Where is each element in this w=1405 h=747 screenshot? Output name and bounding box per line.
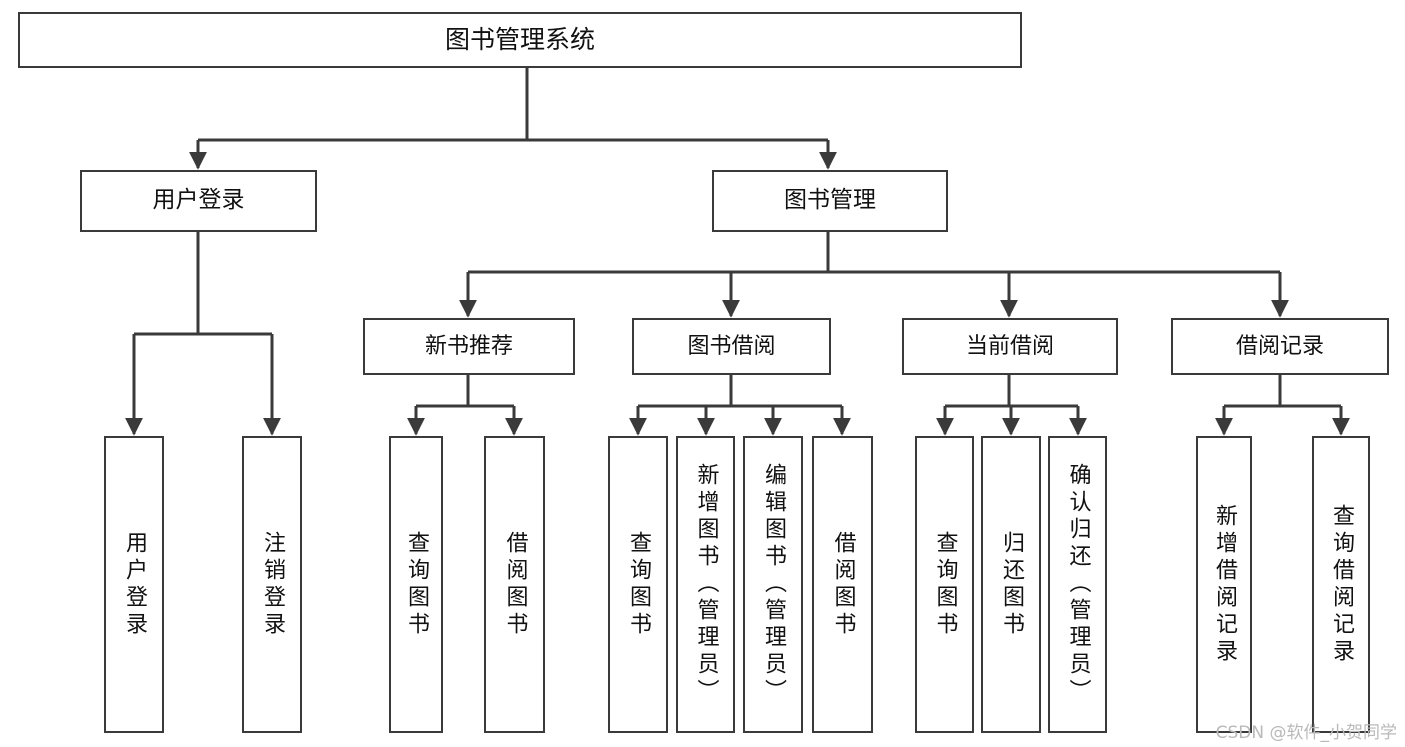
node-user-login-label: 用户登录 [152, 187, 245, 214]
leaf-query-book-borrow[interactable]: 查询图书 [608, 436, 668, 733]
node-user-login[interactable]: 用户登录 [80, 170, 317, 232]
leaf-user-login[interactable]: 用户登录 [104, 436, 164, 733]
node-current-borrow[interactable]: 当前借阅 [902, 318, 1118, 375]
leaf-edit-book-admin-label: 编辑图书（管理员） [761, 463, 786, 706]
leaf-add-book-admin-label: 新增图书（管理员） [693, 463, 719, 706]
leaf-add-book-admin[interactable]: 新增图书（管理员） [676, 436, 735, 733]
node-book-management-label: 图书管理 [784, 187, 876, 214]
leaf-return-book-label: 归还图书 [999, 530, 1024, 639]
node-new-book-recommend-label: 新书推荐 [424, 333, 513, 359]
leaf-query-borrow-record[interactable]: 查询借阅记录 [1312, 436, 1370, 733]
leaf-confirm-return-admin[interactable]: 确认归还（管理员） [1048, 436, 1107, 733]
leaf-logout[interactable]: 注销登录 [242, 436, 302, 733]
watermark: CSDN @软件_小贺同学 [1215, 723, 1397, 743]
leaf-logout-label: 注销登录 [260, 530, 285, 639]
leaf-user-login-label: 用户登录 [122, 530, 147, 639]
node-borrow-record-label: 借阅记录 [1235, 333, 1324, 359]
node-book-borrow-label: 图书借阅 [687, 333, 776, 359]
leaf-borrow-book[interactable]: 借阅图书 [812, 436, 873, 733]
node-book-management[interactable]: 图书管理 [712, 170, 948, 232]
leaf-add-borrow-record-label: 新增借阅记录 [1212, 503, 1237, 666]
leaf-query-book-current-label: 查询图书 [932, 530, 958, 639]
leaf-borrow-book-recommend-label: 借阅图书 [502, 530, 528, 639]
leaf-query-book-recommend-label: 查询图书 [404, 530, 429, 639]
node-new-book-recommend[interactable]: 新书推荐 [363, 318, 575, 375]
leaf-add-borrow-record[interactable]: 新增借阅记录 [1196, 436, 1252, 733]
leaf-edit-book-admin[interactable]: 编辑图书（管理员） [743, 436, 803, 733]
leaf-return-book[interactable]: 归还图书 [981, 436, 1041, 733]
leaf-borrow-book-recommend[interactable]: 借阅图书 [484, 436, 545, 733]
leaf-query-book-recommend[interactable]: 查询图书 [389, 436, 443, 733]
leaf-confirm-return-admin-label: 确认归还（管理员） [1065, 463, 1091, 706]
leaf-query-borrow-record-label: 查询借阅记录 [1329, 503, 1354, 666]
leaf-query-book-borrow-label: 查询图书 [626, 530, 651, 639]
node-borrow-record[interactable]: 借阅记录 [1171, 318, 1389, 375]
leaf-borrow-book-label: 借阅图书 [830, 530, 856, 639]
node-root-label: 图书管理系统 [444, 25, 595, 55]
node-root[interactable]: 图书管理系统 [18, 12, 1022, 68]
leaf-query-book-current[interactable]: 查询图书 [915, 436, 974, 733]
node-current-borrow-label: 当前借阅 [965, 333, 1054, 359]
node-book-borrow[interactable]: 图书借阅 [632, 318, 831, 375]
